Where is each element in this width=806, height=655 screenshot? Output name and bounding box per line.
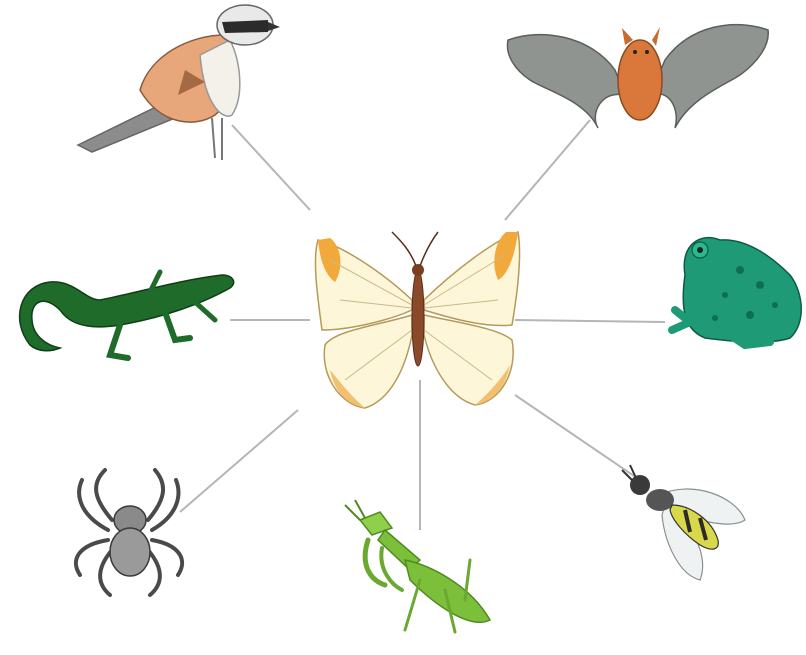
spider-icon bbox=[76, 470, 182, 595]
connector-bird bbox=[232, 125, 310, 210]
lizard-icon bbox=[20, 272, 234, 358]
wasp-icon bbox=[622, 465, 745, 580]
butterfly-icon bbox=[315, 232, 519, 408]
connector-spider bbox=[180, 410, 298, 512]
shrike-bird-icon bbox=[78, 5, 280, 160]
connector-bat bbox=[505, 120, 590, 220]
connector-frog bbox=[515, 320, 665, 322]
bat-icon bbox=[507, 25, 768, 128]
frog-icon bbox=[672, 238, 801, 345]
mantis-icon bbox=[345, 500, 490, 632]
connector-wasp bbox=[515, 395, 640, 480]
